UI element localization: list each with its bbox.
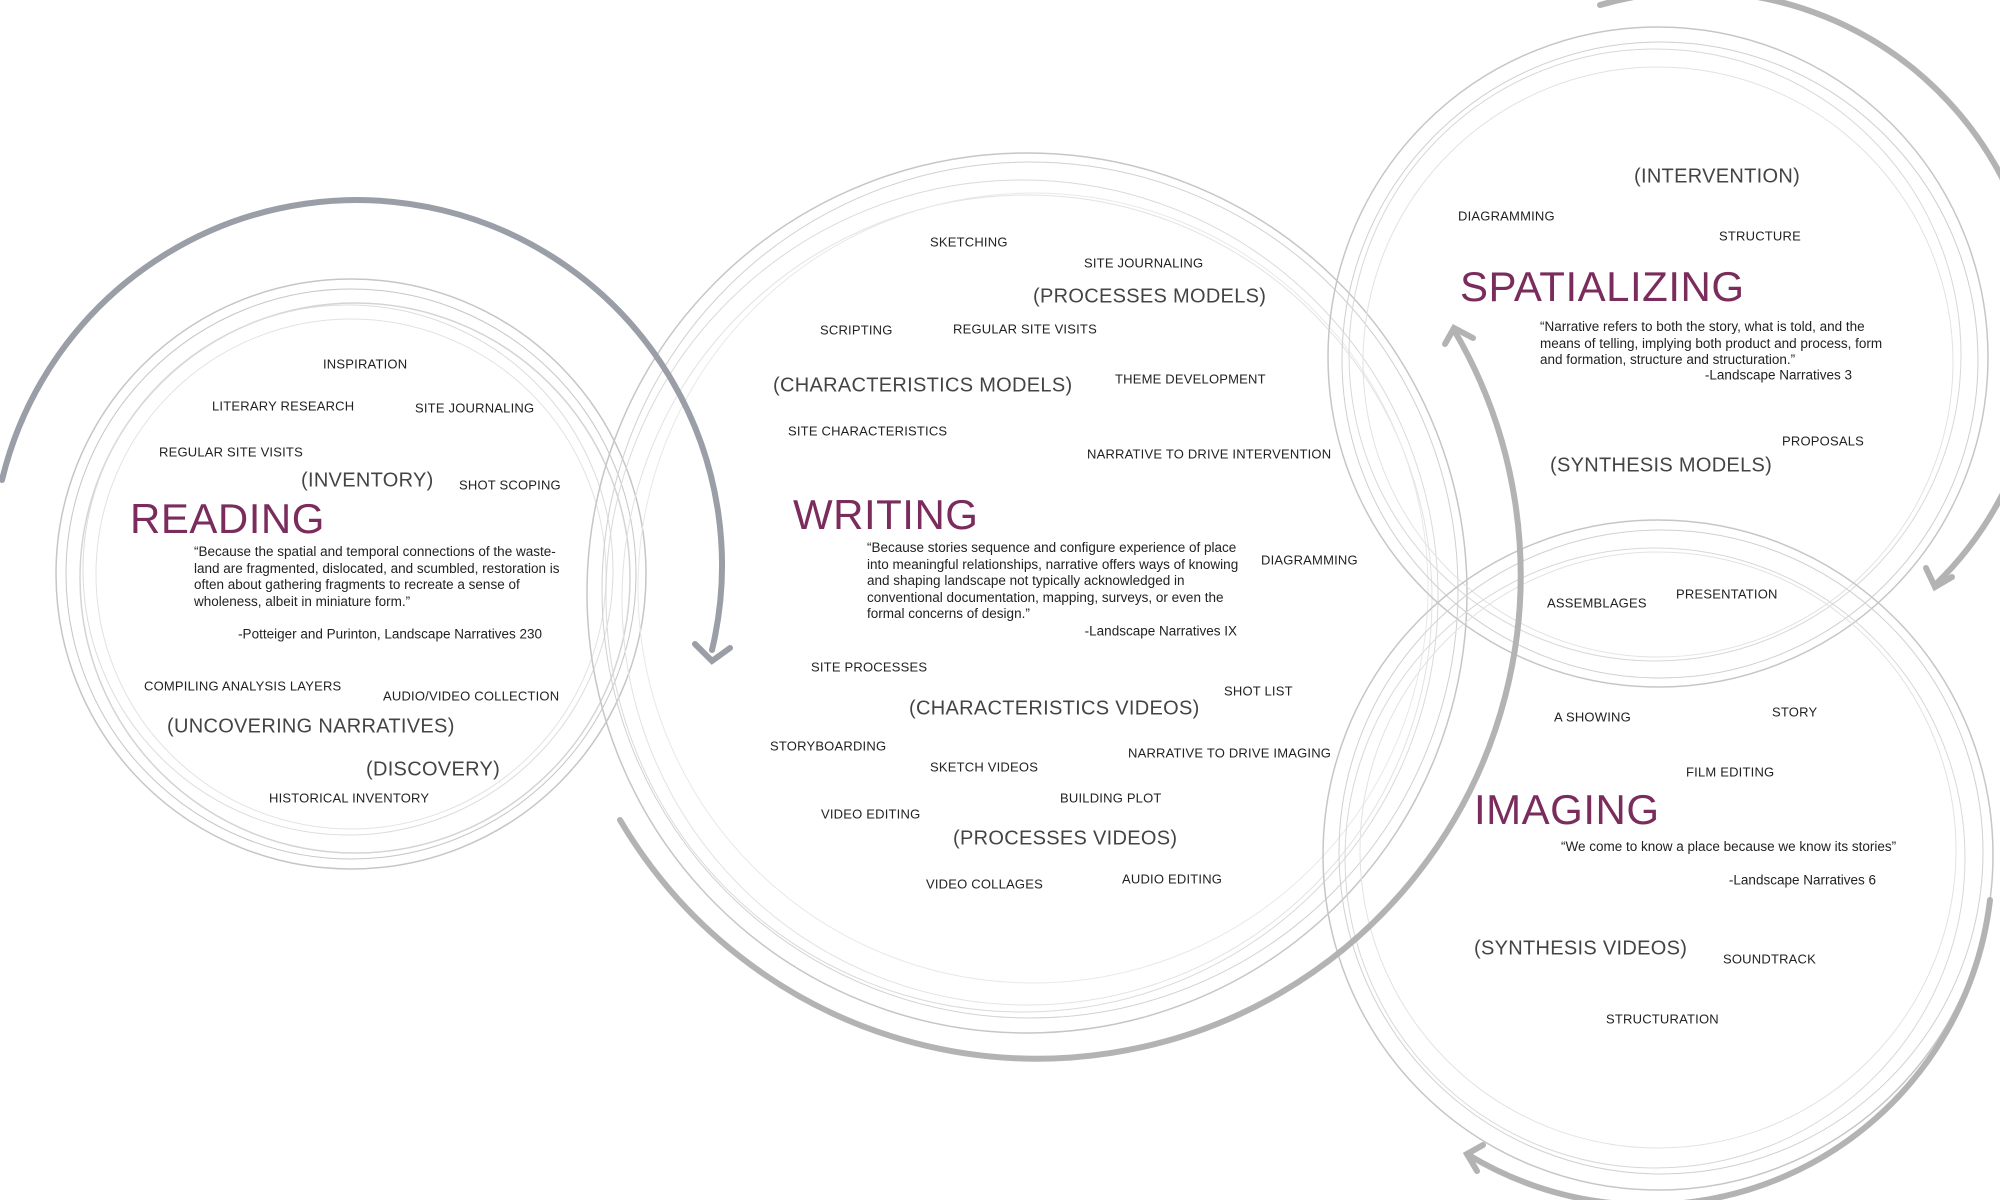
writing-title: WRITING: [793, 491, 979, 538]
label-inspiration: INSPIRATION: [323, 356, 408, 372]
label-literary-research: LITERARY RESEARCH: [212, 398, 355, 414]
label-diagramming: DIAGRAMMING: [1261, 552, 1358, 568]
label-site-characteristics: SITE CHARACTERISTICS: [788, 423, 948, 439]
label-film-editing: FILM EDITING: [1686, 764, 1775, 780]
label-regular-site-visits: REGULAR SITE VISITS: [953, 321, 1097, 337]
label-diagramming: DIAGRAMMING: [1458, 208, 1555, 224]
label-processes-models: (PROCESSES MODELS): [1033, 285, 1267, 308]
label-site-processes: SITE PROCESSES: [811, 659, 928, 675]
label-video-collages: VIDEO COLLAGES: [926, 876, 1043, 892]
label-story: STORY: [1772, 704, 1818, 720]
imaging-quote: “We come to know a place because we know…: [1561, 839, 1897, 854]
spatializing-rings: [1327, 26, 1989, 688]
label-structure: STRUCTURE: [1719, 228, 1801, 244]
label-audio-video-collection: AUDIO/VIDEO COLLECTION: [383, 688, 560, 704]
imaging-rings: [1322, 519, 1994, 1191]
label-building-plot: BUILDING PLOT: [1060, 790, 1162, 806]
label-sketching: SKETCHING: [930, 234, 1008, 250]
label-a-showing: A SHOWING: [1554, 709, 1631, 725]
writing-citation: -Landscape Narratives IX: [1084, 623, 1237, 639]
imaging-title: IMAGING: [1474, 786, 1660, 833]
label-shot-list: SHOT LIST: [1224, 683, 1293, 699]
spatializing-citation: -Landscape Narratives 3: [1704, 367, 1852, 383]
label-synthesis-models: (SYNTHESIS MODELS): [1550, 454, 1773, 477]
label-intervention: (INTERVENTION): [1634, 165, 1801, 188]
label-sketch-videos: SKETCH VIDEOS: [930, 759, 1039, 775]
label-video-editing: VIDEO EDITING: [821, 806, 921, 822]
label-processes-videos: (PROCESSES VIDEOS): [953, 827, 1178, 850]
label-soundtrack: SOUNDTRACK: [1723, 951, 1817, 967]
spatializing-quote: “Narrative refers to both the story, wha…: [1540, 319, 1883, 367]
label-storyboarding: STORYBOARDING: [770, 738, 887, 754]
imaging-cycle-arrow: [1462, 897, 1993, 1200]
label-proposals: PROPOSALS: [1782, 433, 1864, 449]
imaging-citation: -Landscape Narratives 6: [1728, 872, 1876, 888]
label-narrative-to-drive-imaging: NARRATIVE TO DRIVE IMAGING: [1128, 745, 1332, 761]
label-site-journaling: SITE JOURNALING: [415, 400, 535, 416]
writing-cycle-arrow: [617, 323, 1524, 1062]
reading-quote: “Because the spatial and temporal connec…: [194, 544, 560, 609]
spatializing-cycle-arrow: [1597, 0, 2000, 592]
writing-quote: “Because stories sequence and configure …: [867, 540, 1239, 621]
spatializing-title: SPATIALIZING: [1460, 263, 1745, 310]
label-uncovering-narratives: (UNCOVERING NARRATIVES): [167, 715, 455, 738]
label-presentation: PRESENTATION: [1676, 586, 1778, 602]
label-historical-inventory: HISTORICAL INVENTORY: [269, 790, 430, 806]
label-theme-development: THEME DEVELOPMENT: [1115, 371, 1266, 387]
label-discovery: (DISCOVERY): [366, 758, 501, 781]
reading-citation: -Potteiger and Purinton, Landscape Narra…: [238, 626, 542, 642]
label-regular-site-visits: REGULAR SITE VISITS: [159, 444, 303, 460]
label-scripting: SCRIPTING: [820, 322, 893, 338]
label-compiling-analysis-layers: COMPILING ANALYSIS LAYERS: [144, 678, 342, 694]
reading-title: READING: [130, 495, 325, 542]
label-inventory: (INVENTORY): [301, 469, 434, 492]
label-synthesis-videos: (SYNTHESIS VIDEOS): [1474, 937, 1688, 960]
label-shot-scoping: SHOT SCOPING: [459, 477, 561, 493]
label-audio-editing: AUDIO EDITING: [1122, 871, 1223, 887]
label-characteristics-models: (CHARACTERISTICS MODELS): [773, 374, 1073, 397]
label-narrative-to-drive-intervention: NARRATIVE TO DRIVE INTERVENTION: [1087, 446, 1332, 462]
reading-rings: [55, 278, 647, 870]
writing-rings: [586, 152, 1468, 1034]
reading-cycle-arrow: [0, 196, 733, 665]
label-characteristics-videos: (CHARACTERISTICS VIDEOS): [909, 697, 1200, 720]
label-site-journaling: SITE JOURNALING: [1084, 255, 1204, 271]
label-structuration: STRUCTURATION: [1606, 1011, 1719, 1027]
label-assemblages: ASSEMBLAGES: [1547, 595, 1647, 611]
